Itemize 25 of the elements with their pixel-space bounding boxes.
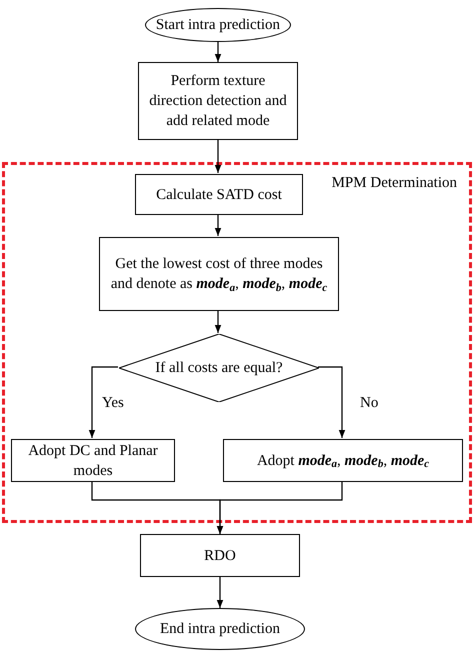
- arrow: [216, 577, 224, 608]
- arrow: [216, 481, 343, 534]
- arrow: [88, 366, 118, 438]
- process-box: [99, 237, 339, 311]
- process-box: [135, 174, 303, 215]
- node-text: Get the lowest cost of three modes and denote as mode$_{a}$, mode$_{b}$, mode$_{c}$: [110, 255, 328, 294]
- node-text: Adopt mode$_{a}$, mode$_{b}$, mode$_{c}$: [256, 452, 430, 470]
- arrow: [214, 140, 222, 173]
- node-text: Calculate SATD cost: [156, 186, 282, 204]
- arrow: [318, 366, 346, 438]
- node-text: End intra prediction: [160, 620, 280, 639]
- arrow: [214, 214, 222, 236]
- node-text: If all costs are equal?: [155, 359, 283, 378]
- node-text: RDO: [204, 546, 236, 566]
- dashed-region: [2, 162, 472, 523]
- process-box: [138, 62, 298, 140]
- process-box: [11, 439, 175, 482]
- arrow: [214, 310, 222, 333]
- node-text: Perform texture direction detection and add related mode: [148, 72, 288, 131]
- process-box: [223, 439, 463, 482]
- process-box: [140, 534, 300, 577]
- node-text: Start intra prediction: [156, 16, 280, 35]
- arrow: [214, 42, 222, 62]
- region-label: MPM Determination: [332, 174, 457, 193]
- node-text: Adopt DC and Planar modes: [27, 442, 159, 480]
